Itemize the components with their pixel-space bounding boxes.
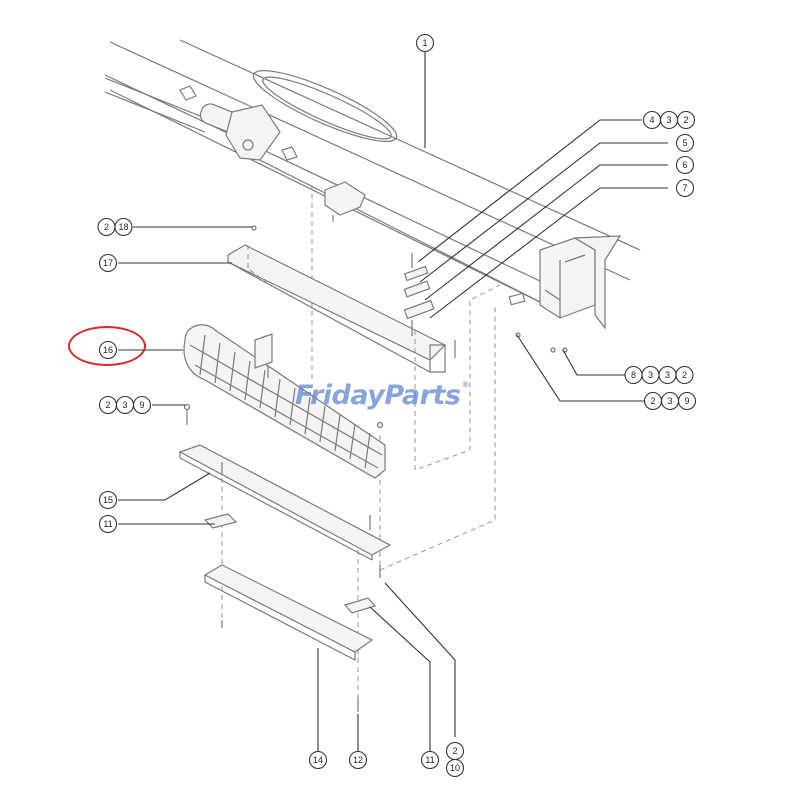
callout-number: 3 xyxy=(666,115,671,125)
callout-circle xyxy=(675,133,695,153)
angle-bar-14 xyxy=(203,564,374,712)
callout-c7: 17 xyxy=(98,253,118,273)
callout-number: 12 xyxy=(353,755,363,765)
callout-number: 11 xyxy=(103,519,112,529)
callout-circle xyxy=(445,758,465,778)
callout-c5: 7 xyxy=(675,178,695,198)
callout-circle xyxy=(98,490,118,510)
rail-17 xyxy=(227,244,447,373)
callout-circle xyxy=(348,750,368,770)
callout-number: 11 xyxy=(425,755,434,765)
callout-circle xyxy=(308,750,328,770)
callout-c3: 5 xyxy=(675,133,695,153)
callout-number: 2 xyxy=(682,370,687,380)
callout-number: 1 xyxy=(422,38,427,48)
callout-number: 2 xyxy=(105,400,110,410)
highlight-ellipse xyxy=(68,326,146,366)
leader-lines xyxy=(118,52,668,752)
callout-circle xyxy=(98,253,118,273)
plate-15 xyxy=(178,444,392,578)
callout-number: 9 xyxy=(684,396,689,406)
callout-c9: 2 3 9 xyxy=(98,395,152,415)
callout-circle xyxy=(98,514,118,534)
assembly-dashes xyxy=(221,284,501,700)
callout-number: 6 xyxy=(682,160,687,170)
callout-circle xyxy=(675,365,694,385)
callout-number: 17 xyxy=(103,258,113,268)
callout-number: 2 xyxy=(650,396,655,406)
callout-circle xyxy=(114,217,133,237)
callout-c12: 15 xyxy=(98,490,118,510)
callout-number: 2 xyxy=(452,746,457,756)
drag-chain-16 xyxy=(183,324,386,479)
callout-circle xyxy=(420,750,440,770)
callout-number: 8 xyxy=(631,370,636,380)
callout-c2: 4 3 2 xyxy=(642,110,696,130)
callout-number: 9 xyxy=(139,400,144,410)
callout-number: 7 xyxy=(682,183,687,193)
callout-number: 3 xyxy=(665,370,670,380)
upper-mount-bracket xyxy=(311,181,366,380)
callout-circle xyxy=(415,33,435,53)
watermark-logo: FridayParts® xyxy=(295,380,469,411)
callout-number: 2 xyxy=(683,115,688,125)
callout-c15: 12 xyxy=(348,750,368,770)
callout-number: 3 xyxy=(648,370,653,380)
callout-number: 15 xyxy=(103,495,113,505)
callout-circle xyxy=(675,178,695,198)
callout-number: 5 xyxy=(682,138,687,148)
callout-c11: 2 3 9 xyxy=(643,391,697,411)
callout-c10: 8 3 3 2 xyxy=(624,365,694,385)
callout-number: 14 xyxy=(313,755,323,765)
callout-number: 2 xyxy=(104,222,109,232)
watermark-mark: ® xyxy=(461,380,469,389)
watermark-brand: FridayParts xyxy=(295,380,461,411)
callout-c1: 1 xyxy=(415,33,435,53)
callout-circle xyxy=(676,110,696,130)
callout-c13: 11 xyxy=(98,514,118,534)
callout-number: 10 xyxy=(450,763,460,773)
right-mount-bracket xyxy=(508,235,622,330)
callout-c4: 6 xyxy=(675,155,695,175)
right-bolts xyxy=(403,253,456,358)
boom-arm xyxy=(104,39,641,313)
callout-c17: 2 10 xyxy=(445,741,465,778)
callout-c14: 14 xyxy=(308,750,328,770)
callout-c6: 2 18 xyxy=(97,217,133,237)
callout-circle xyxy=(677,391,697,411)
callout-number: 3 xyxy=(122,400,127,410)
callout-circle xyxy=(675,155,695,175)
callout-number: 18 xyxy=(118,222,128,232)
callout-number: 3 xyxy=(667,396,672,406)
callout-number: 4 xyxy=(649,115,654,125)
callout-circle xyxy=(132,395,152,415)
callout-c16: 11 xyxy=(420,750,440,770)
